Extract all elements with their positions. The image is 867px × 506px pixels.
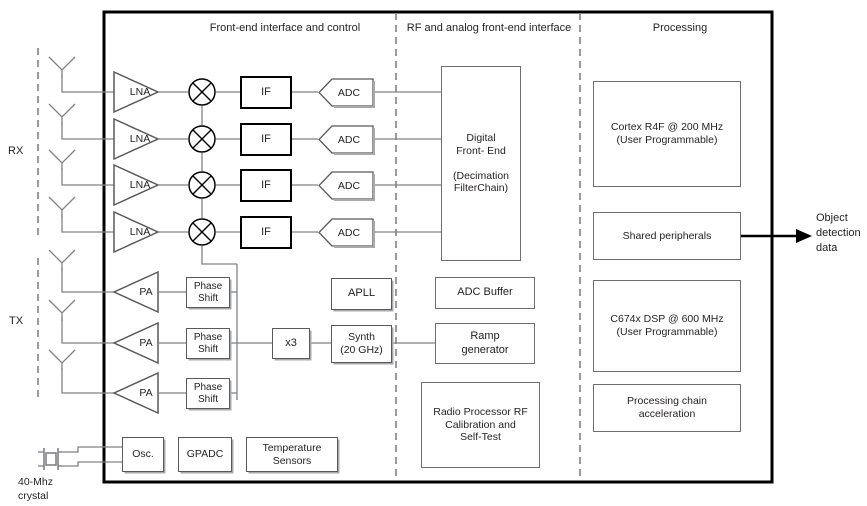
adc-block-4: ADC [318, 218, 375, 248]
rx-antenna-4 [48, 196, 76, 218]
apll-block: APLL [331, 278, 392, 310]
object-detection-data-label: Object detection data [816, 212, 861, 254]
adc-block-2: ADC [318, 125, 375, 155]
pa-block-2: PA [112, 321, 160, 365]
ramp-generator-block: Ramp generator [435, 323, 535, 364]
cortex-r4f-block: Cortex R4F @ 200 MHz (User Programmable) [593, 81, 741, 187]
mixer-2 [188, 125, 216, 153]
rx-antenna-3 [48, 149, 76, 171]
lna-block-1: LNA [112, 70, 160, 114]
adc-label-2: ADC [337, 133, 361, 146]
mixer-3 [188, 171, 216, 199]
lna-block-2: LNA [112, 117, 160, 161]
rx-antenna-2 [48, 103, 76, 125]
phase-shift-block-2: Phase Shift [186, 328, 230, 359]
adc-block-3: ADC [318, 171, 375, 201]
tx-antenna-2 [48, 299, 76, 321]
tx-antenna-3 [48, 349, 76, 371]
if-block-3: IF [240, 169, 292, 202]
if-block-4: IF [240, 216, 292, 249]
phase-shift-block-3: Phase Shift [186, 378, 230, 409]
oscillator-block: Osc. [122, 437, 164, 472]
lna-block-3: LNA [112, 163, 160, 207]
adc-buffer-block: ADC Buffer [435, 277, 535, 309]
mixer-4 [188, 218, 216, 246]
adc-label-3: ADC [337, 179, 361, 192]
synth-block: Synth (20 GHz) [331, 325, 392, 363]
multiplier-x3-block: x3 [272, 328, 310, 359]
pa-block-1: PA [112, 270, 160, 314]
crystal-label: 40-Mhz crystal [18, 476, 54, 502]
rx-antenna-1 [48, 56, 76, 78]
c674x-dsp-block: C674x DSP @ 600 MHz (User Programmable) [593, 280, 741, 372]
digital-front-end-block: Digital Front- End (Decimation FilterCha… [441, 66, 521, 261]
shared-peripherals-block: Shared peripherals [593, 212, 741, 260]
lna-block-4: LNA [112, 210, 160, 254]
gpadc-block: GPADC [178, 437, 232, 472]
tx-label: TX [9, 315, 24, 327]
adc-label-4: ADC [337, 226, 361, 239]
pa-block-3: PA [112, 371, 160, 415]
tx-antenna-1 [48, 249, 76, 271]
radio-processor-block: Radio Processor RF Calibration and Self-… [421, 382, 540, 468]
phase-shift-block-1: Phase Shift [186, 277, 230, 308]
adc-label-1: ADC [337, 86, 361, 99]
rx-label: RX [8, 145, 24, 157]
if-block-1: IF [240, 76, 292, 109]
processing-chain-acceleration-block: Processing chain acceleration [593, 384, 741, 432]
mixer-1 [188, 78, 216, 106]
temperature-sensors-block: Temperature Sensors [246, 437, 338, 472]
if-block-2: IF [240, 123, 292, 156]
adc-block-1: ADC [318, 78, 375, 108]
